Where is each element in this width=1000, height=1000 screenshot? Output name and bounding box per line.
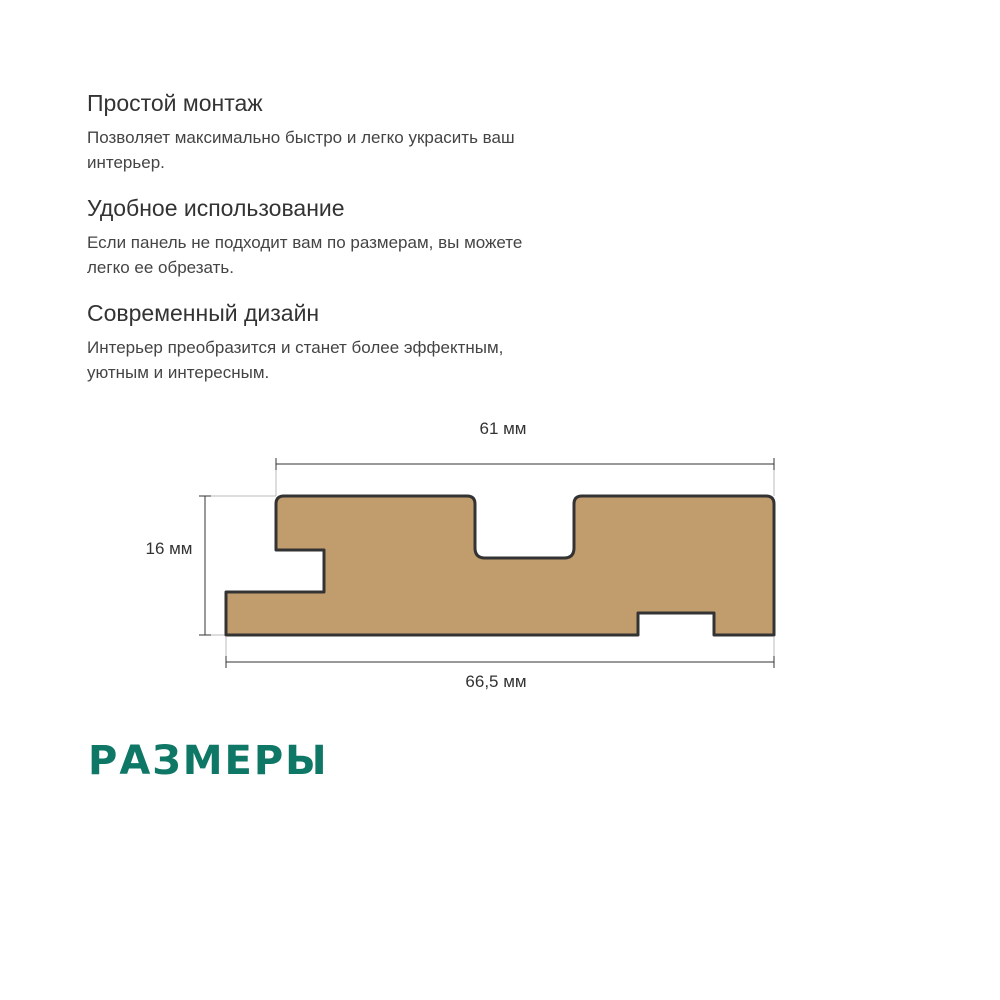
bottom-dimension xyxy=(225,637,775,668)
feature-description: Если панель не подходит вам по размерам,… xyxy=(87,233,523,277)
panel-profile-shape xyxy=(224,494,776,637)
feature-title: Удобное использование xyxy=(87,195,345,221)
top-dimension xyxy=(275,458,775,496)
feature-description: Интерьер преобразится и станет более эфф… xyxy=(87,338,504,382)
feature-item: Современный дизайн Интерьер преобразится… xyxy=(87,298,647,385)
feature-description: Позволяет максимально быстро и легко укр… xyxy=(87,128,515,172)
height-dimension xyxy=(199,495,276,636)
bottom-width-label: 66,5 мм xyxy=(465,672,526,691)
feature-item: Удобное использование Если панель не под… xyxy=(87,193,647,280)
height-label: 16 мм xyxy=(145,539,192,558)
features-list: Простой монтаж Позволяет максимально быс… xyxy=(87,88,647,403)
feature-item: Простой монтаж Позволяет максимально быс… xyxy=(87,88,647,175)
feature-title: Простой монтаж xyxy=(87,90,263,116)
feature-title: Современный дизайн xyxy=(87,300,320,326)
top-width-label: 61 мм xyxy=(479,419,526,438)
section-title: РАЗМЕРЫ xyxy=(88,738,329,784)
